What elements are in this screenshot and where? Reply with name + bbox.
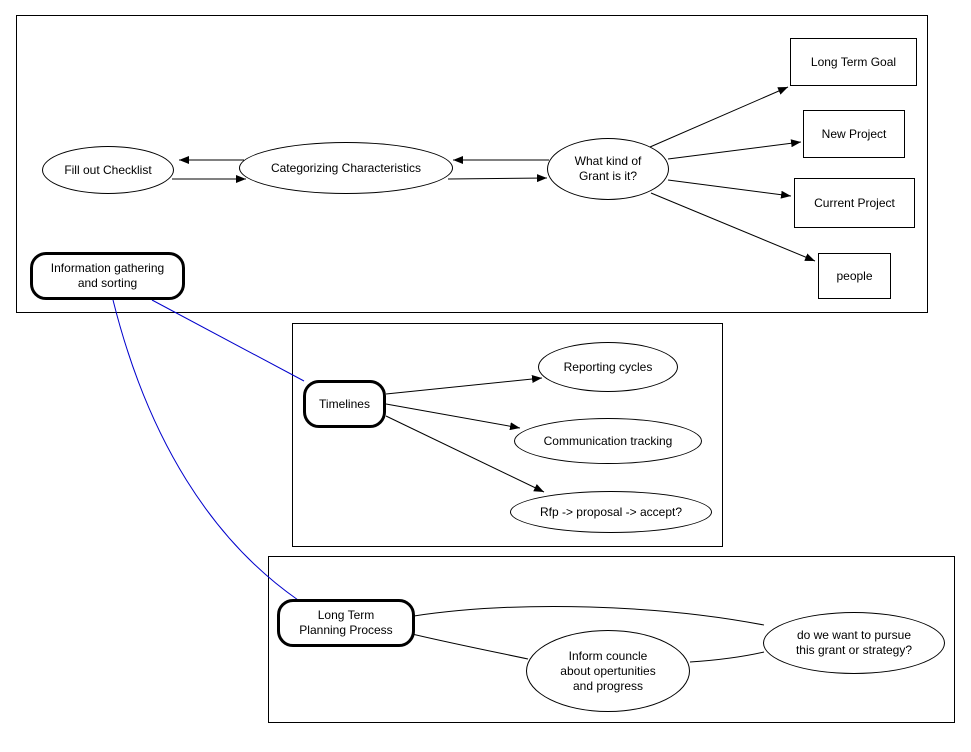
cluster-long-term-planning	[268, 556, 955, 723]
edge-inform-councle-to-do-we-want	[689, 651, 765, 663]
node-label: Categorizing Characteristics	[270, 160, 422, 175]
node-communication-tracking[interactable]: Communication tracking	[514, 418, 702, 464]
node-label: Long Term Goal	[810, 54, 897, 69]
node-label: Inform councle about opertunities and pr…	[560, 648, 656, 693]
node-label: New Project	[821, 126, 887, 141]
node-categorizing-characteristics[interactable]: Categorizing Characteristics	[239, 142, 453, 194]
node-label: Timelines	[319, 396, 370, 411]
node-label: do we want to pursue this grant or strat…	[795, 628, 913, 657]
edge-long-term-planning-to-do-we-want	[413, 606, 765, 626]
node-label: people	[836, 268, 873, 283]
node-label: Information gathering and sorting	[50, 261, 165, 290]
edge-what-kind-to-people	[650, 192, 816, 262]
node-current-project[interactable]: Current Project	[794, 178, 915, 228]
node-long-term-goal[interactable]: Long Term Goal	[790, 38, 917, 86]
node-label: Fill out Checklist	[64, 162, 152, 177]
node-fill-out-checklist[interactable]: Fill out Checklist	[42, 146, 174, 194]
node-new-project[interactable]: New Project	[803, 110, 905, 158]
node-label: Communication tracking	[543, 433, 673, 448]
edge-what-kind-to-current-project	[667, 179, 792, 199]
node-what-kind-of-grant[interactable]: What kind of Grant is it?	[547, 138, 669, 200]
link-information-gathering-to-long-term-planning	[112, 299, 299, 601]
node-label: Current Project	[814, 195, 895, 210]
cluster-information-gathering	[16, 15, 928, 313]
node-timelines[interactable]: Timelines	[303, 380, 386, 428]
edge-timelines-to-rfp	[385, 415, 545, 493]
node-long-term-planning[interactable]: Long Term Planning Process	[277, 599, 415, 647]
node-label: What kind of Grant is it?	[574, 154, 642, 183]
edge-timelines-to-communication-tracking	[385, 403, 521, 431]
node-label: Rfp -> proposal -> accept?	[539, 504, 683, 519]
node-people[interactable]: people	[818, 253, 891, 299]
node-reporting-cycles[interactable]: Reporting cycles	[538, 342, 678, 392]
edge-what-kind-to-new-project	[667, 139, 802, 160]
node-inform-councle[interactable]: Inform councle about opertunities and pr…	[526, 630, 690, 712]
edge-timelines-to-reporting-cycles	[385, 375, 543, 395]
edge-what-kind-to-long-term-goal	[649, 86, 789, 148]
node-information-gathering[interactable]: Information gathering and sorting	[30, 252, 185, 300]
node-rfp-proposal-accept[interactable]: Rfp -> proposal -> accept?	[510, 491, 712, 533]
edge-long-term-planning-to-inform-councle	[411, 633, 529, 660]
link-information-gathering-to-timelines	[151, 299, 305, 382]
cluster-timelines	[292, 323, 723, 547]
node-label: Long Term Planning Process	[299, 608, 393, 637]
node-do-we-want-to-pursue[interactable]: do we want to pursue this grant or strat…	[763, 612, 945, 674]
node-label: Reporting cycles	[563, 359, 653, 374]
edge-categorizing-to-what-kind	[447, 174, 548, 183]
